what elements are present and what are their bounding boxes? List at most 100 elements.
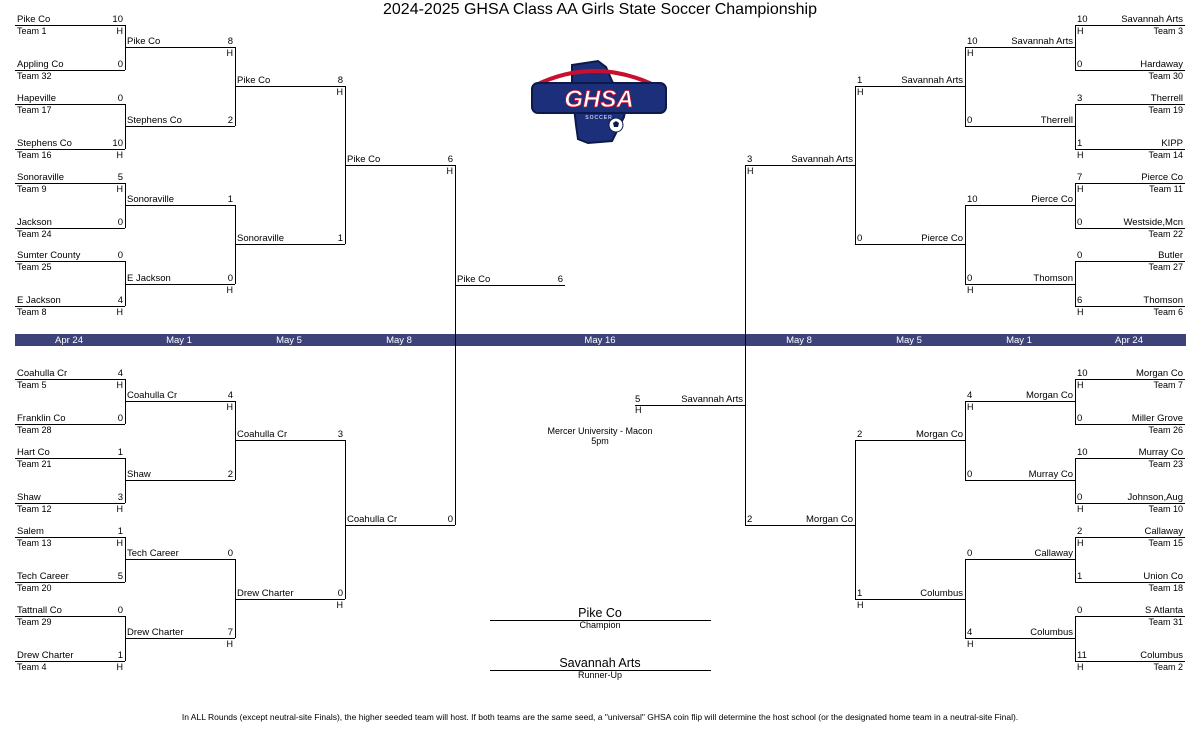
host-marker: H (967, 48, 974, 58)
r1-line (1075, 616, 1185, 617)
team-name: Drew Charter (17, 650, 74, 661)
r1-connector (1075, 379, 1076, 424)
score: 4 (967, 627, 973, 638)
score: 1 (227, 194, 233, 205)
r1-line (1075, 70, 1185, 71)
team-name: Shaw (17, 492, 41, 503)
team-name: Pierce Co (1141, 172, 1183, 183)
score: 0 (117, 217, 123, 228)
score: 0 (967, 469, 973, 480)
r2-line (125, 126, 235, 127)
score: 0 (117, 93, 123, 104)
score: 0 (1077, 605, 1083, 616)
seed-label: Team 9 (17, 184, 47, 194)
host-marker: H (116, 662, 124, 672)
r3-line (235, 244, 345, 245)
r1-line (15, 616, 125, 617)
score: 10 (967, 36, 978, 47)
score: 2 (1077, 526, 1083, 537)
host-marker: H (1077, 504, 1084, 514)
seed-label: Team 5 (17, 380, 47, 390)
date-label: May 1 (166, 335, 192, 346)
host-marker: H (116, 26, 124, 36)
svg-text:SOCCER: SOCCER (585, 115, 612, 121)
r4-line (345, 165, 455, 166)
team-name: Savannah Arts (1011, 36, 1073, 47)
host-marker: H (226, 639, 234, 649)
seed-label: Team 14 (1148, 150, 1183, 160)
team-name: E Jackson (127, 273, 171, 284)
r1-line (15, 70, 125, 71)
host-marker: H (1077, 662, 1084, 672)
score: 0 (227, 273, 233, 284)
seed-label: Team 10 (1148, 504, 1183, 514)
host-marker: H (967, 402, 974, 412)
score: 0 (117, 59, 123, 70)
date-label: May 5 (276, 335, 302, 346)
team-name: Savannah Arts (791, 154, 853, 165)
r3-connector (855, 440, 856, 599)
champion-label: Champion (579, 620, 621, 630)
score: 8 (227, 36, 233, 47)
team-name: Tech Career (17, 571, 69, 582)
champion-line (490, 620, 711, 621)
score: 4 (967, 390, 973, 401)
score: 10 (1077, 447, 1088, 458)
r1-line (1075, 582, 1185, 583)
seed-label: Team 2 (1153, 662, 1183, 672)
seed-label: Team 8 (17, 307, 47, 317)
team-name: Morgan Co (1026, 390, 1073, 401)
host-marker: H (336, 87, 344, 97)
team-name: Stephens Co (17, 138, 72, 149)
team-name: Pike Co (457, 274, 491, 285)
team-name: Morgan Co (806, 514, 853, 525)
score: 2 (747, 514, 753, 525)
host-marker: H (747, 166, 754, 176)
runner-up-line (490, 670, 711, 671)
r3-line (855, 86, 965, 87)
team-name: Sumter County (17, 250, 81, 261)
r1-line (15, 661, 125, 662)
date-label: May 5 (896, 335, 922, 346)
venue-time: 5pm (591, 436, 609, 446)
host-marker: H (1077, 26, 1084, 36)
score: 0 (967, 115, 973, 126)
seed-label: Team 28 (17, 425, 52, 435)
svg-text:GHSA: GHSA (564, 86, 633, 113)
seed-label: Team 19 (1148, 105, 1183, 115)
team-name: Therrell (1150, 93, 1183, 104)
team-name: Pike Co (127, 36, 161, 47)
seed-label: Team 18 (1148, 583, 1183, 593)
seed-label: Team 29 (17, 617, 52, 627)
r2-connector (965, 559, 966, 638)
score: 2 (227, 469, 233, 480)
ghsa-soccer-logo: GHSA SOCCER (528, 55, 670, 147)
team-name: Morgan Co (1136, 368, 1183, 379)
score: 1 (117, 526, 123, 537)
team-name: Columbus (1140, 650, 1183, 661)
seed-label: Team 30 (1148, 71, 1183, 81)
team-name: Hart Co (17, 447, 50, 458)
team-name: Columbus (920, 588, 963, 599)
team-name: Pike Co (17, 14, 51, 25)
venue-line-1: Mercer University - Macon (547, 426, 653, 436)
seed-label: Team 12 (17, 504, 52, 514)
host-marker: H (336, 600, 344, 610)
seed-label: Team 21 (17, 459, 52, 469)
team-name: Appling Co (17, 59, 64, 70)
score: 1 (857, 75, 863, 86)
host-marker: H (857, 87, 864, 97)
host-marker: H (857, 600, 864, 610)
team-name: Pierce Co (921, 233, 963, 244)
team-name: Therrell (1040, 115, 1073, 126)
team-name: E Jackson (17, 295, 61, 306)
team-name: Pike Co (347, 154, 381, 165)
host-marker: H (1077, 150, 1084, 160)
team-name: Thomson (1033, 273, 1073, 284)
seed-label: Team 13 (17, 538, 52, 548)
r1-line (1075, 149, 1185, 150)
r2-line (125, 480, 235, 481)
host-marker: H (116, 538, 124, 548)
seed-label: Team 6 (1153, 307, 1183, 317)
r2-line (125, 284, 235, 285)
